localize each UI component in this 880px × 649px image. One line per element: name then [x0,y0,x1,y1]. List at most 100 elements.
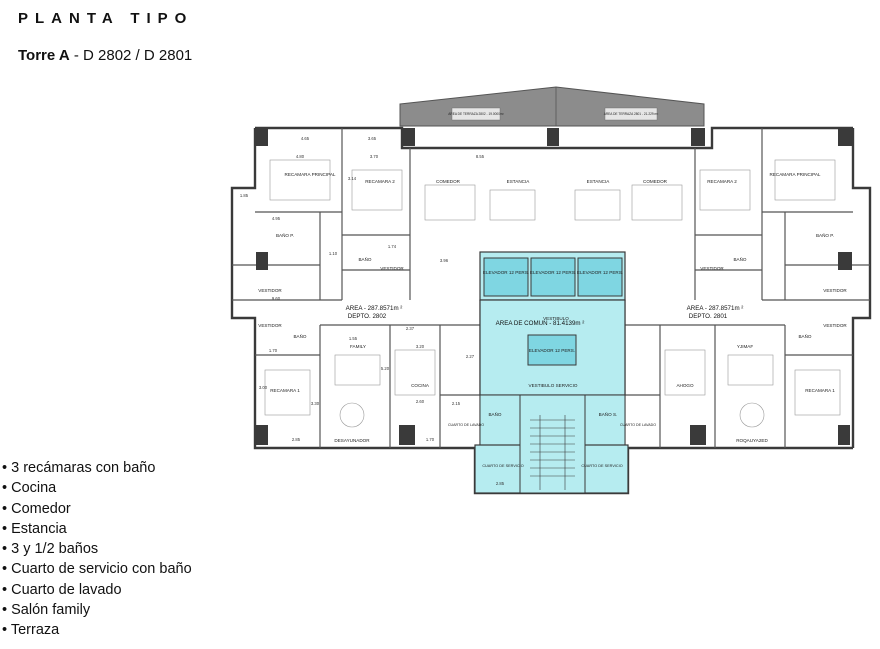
right-unit-depto: DEPTO. 2801 [689,313,728,320]
dim-label: 3.30 [311,401,320,406]
room-kitchen-right: AHOGO [676,383,694,388]
elevator-1 [483,257,529,297]
elevator-4 [527,334,577,366]
dim-label: 5.20 [381,366,390,371]
dim-label: 3.70 [370,154,379,159]
dim-label: 2.85 [496,481,505,486]
dim-label: 1.55 [349,336,358,341]
dim-label: 2.15 [452,401,461,406]
dim-label: 1.70 [269,348,278,353]
feature-item: Estancia [2,519,192,539]
dim-label: 2.85 [292,437,301,442]
room-master-bath-right: BAÑO P. [816,232,834,238]
room-living-left: ESTANCIA [507,179,531,184]
room-closet-left: VESTIDOR [380,266,404,271]
room-bath-right: BAÑO [733,256,746,262]
room-bath-left: BAÑO [358,256,371,262]
elevators [483,257,623,366]
elevator-3-label: ELEVADOR 12 PERS. [577,270,623,275]
room-breakfast-left: DESAYUNADOR [334,438,370,443]
room-living-right: ESTANCIA [587,179,611,184]
furniture [264,159,841,428]
terrace-left-label: AREA DE TERRAZA 2802 - 19.0000m² [448,112,503,116]
room-bath-left-2: BAÑO [293,333,306,339]
structural-columns [256,128,852,445]
elevator-3 [577,257,623,297]
room-master-bath-left: BAÑO P. [276,232,294,238]
dim-label: 1.70 [426,437,435,442]
room-bath-right-2: BAÑO [798,333,811,339]
dim-label: 3.20 [416,344,425,349]
room-master-bedroom-left: RECAMARA PRINCIPAL [285,172,336,177]
feature-item: Cuarto de lavado [2,580,192,600]
room-closet-right-3: VESTIDOR [823,323,847,328]
room-breakfast-right: ROQAUYA2ED [736,438,768,443]
left-unit-area: AREA - 287.8571m ² [346,305,403,312]
terrace-left-tag [451,107,501,121]
feature-item: Cocina [2,478,192,498]
dim-label: 1.74 [388,244,397,249]
room-closet-left-3: VESTIDOR [258,323,282,328]
left-unit-depto: DEPTO. 2802 [348,313,387,320]
elevator-4-label: ELEVADOR 12 PERS. [529,348,575,353]
room-service-bath-right: BAÑO S. [599,411,618,417]
room-laundry-left: CUARTO DE LAVADO [448,423,484,427]
service-room-left [479,394,521,446]
dim-label: 3.65 [368,136,377,141]
dim-label: 4.80 [296,154,305,159]
dim-label: 1.85 [240,193,249,198]
common-area-label: AREA DE COMUN - 81.4139m ² [496,320,585,327]
vestibulo-servicio-label: VESTIBULO SERVICIO [529,383,578,388]
dim-label: 4.65 [301,136,310,141]
dim-label: 3.14 [348,176,357,181]
room-family-right: YJIMAF [737,344,754,349]
room-closet-left-2: VESTIDOR [258,288,282,293]
room-closet-right: VESTIDOR [700,266,724,271]
room-bedroom-2-right: RECAMARA 2 [707,179,737,184]
dim-label: 2.37 [406,326,415,331]
staircase [530,415,575,490]
room-dining-left: COMEDOR [436,179,461,184]
service-room-right [584,394,626,446]
dim-label: 3.00 [259,385,268,390]
feature-item: 3 recámaras con baño [2,458,192,478]
elevator-1-label: ELEVADOR 12 PERS. [483,270,529,275]
room-kitchen-left: COCINA [411,383,430,388]
room-master-bedroom-right: RECAMARA PRINCIPAL [770,172,821,177]
dim-label: 4.95 [272,216,281,221]
dim-label: 1.10 [329,251,338,256]
right-unit-area: AREA - 287.8571m ² [687,305,744,312]
elevator-2-label: ELEVADOR 12 PERS. [530,270,576,275]
dim-label: 2.27 [466,354,475,359]
dim-label: 8.55 [476,154,485,159]
room-closet-right-2: VESTIDOR [823,288,847,293]
feature-item: Salón family [2,600,192,620]
room-service-left: CUARTO DE SERVICIO [482,464,523,468]
terrace-right-label: AREA DE TERRAZA 2801 - 21.229 m² [604,112,659,116]
page-subtitle: Torre A - D 2802 / D 2801 [18,47,192,64]
room-bedroom-2-left: RECAMARA 2 [365,179,395,184]
room-dining-right: COMEDOR [643,179,668,184]
vestibulo-label: VESTIBULO [543,316,569,321]
feature-item: Cuarto de servicio con baño [2,559,192,579]
room-service-right: CUARTO DE SERVICIO [581,464,622,468]
feature-item: Comedor [2,499,192,519]
feature-item: 3 y 1/2 baños [2,539,192,559]
terrace-roof [399,86,705,127]
room-service-bath-left: BAÑO [488,411,501,417]
room-bedroom-1-left: RECAMARA 1 [270,388,300,393]
page-title: PLANTA TIPO [18,10,194,27]
unit-numbers: - D 2802 / D 2801 [69,47,193,64]
feature-item: Terraza [2,620,192,640]
feature-list: 3 recámaras con baño Cocina Comedor Esta… [2,458,192,641]
room-laundry-right: CUARTO DE LAVADO [620,423,656,427]
dim-label: 9.60 [272,296,281,301]
tower-label: Torre A [18,47,70,64]
dim-label: 2.60 [416,399,425,404]
dim-label: 3.96 [440,258,449,263]
terrace-right-tag [604,107,658,121]
room-family-left: FAMILY [350,344,366,349]
room-bedroom-1-right: RECAMARA 1 [805,388,835,393]
elevator-2 [530,257,576,297]
